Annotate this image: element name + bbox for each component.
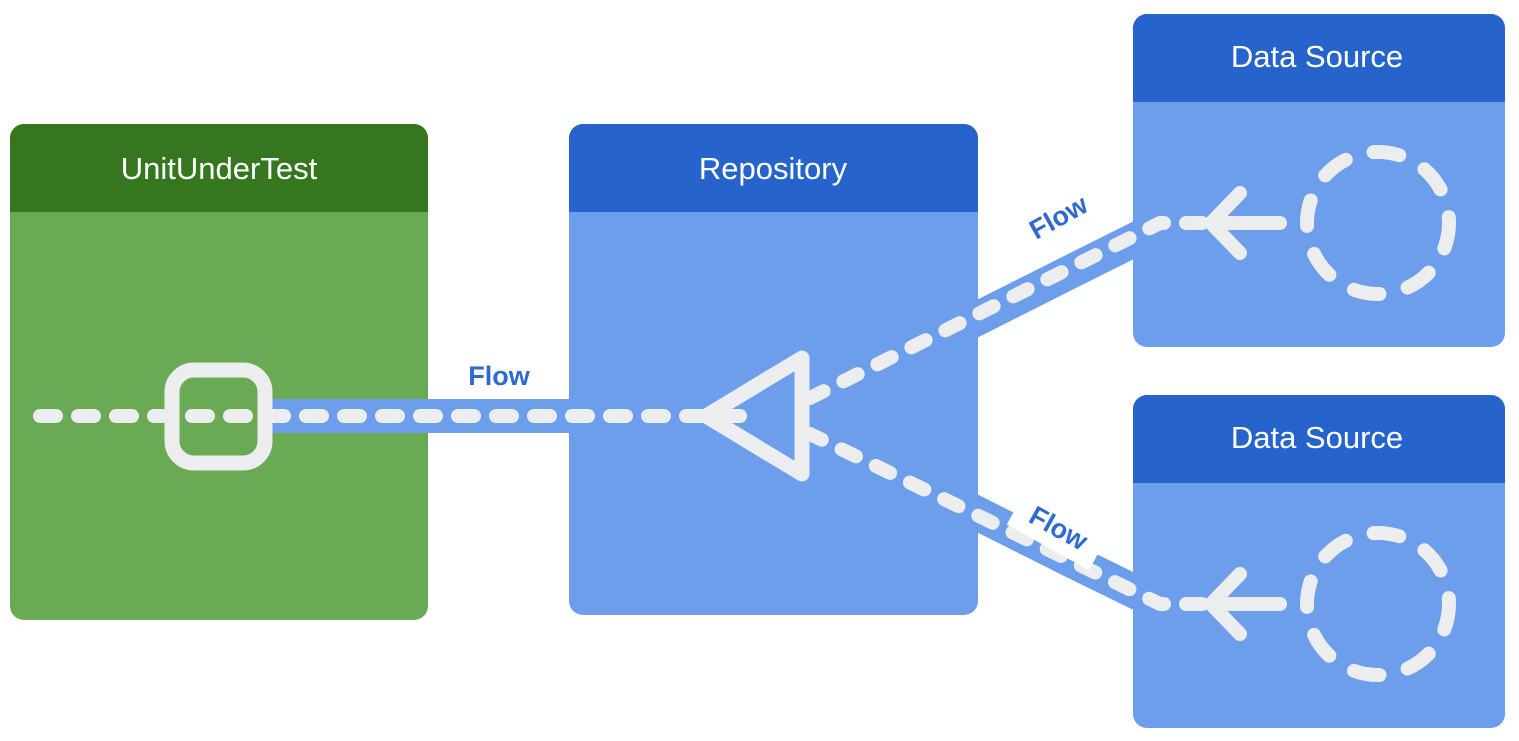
flow-label-text-1: Flow xyxy=(468,361,530,391)
arrow-left-icon-bottom xyxy=(1204,567,1287,641)
node-header-unit-under-test xyxy=(10,124,428,212)
flow-label-backdrop-3 xyxy=(1006,487,1110,571)
flow-label-backdrop-2 xyxy=(1007,176,1111,260)
rounded-square-collector-icon xyxy=(164,362,273,471)
arrow-left-icon-top xyxy=(1204,186,1287,260)
node-title-data-source-bottom: Data Source xyxy=(1231,420,1403,455)
node-unit-under-test[interactable]: UnitUnderTest xyxy=(10,124,428,620)
node-title-data-source-top: Data Source xyxy=(1231,39,1403,74)
flow-label-source-bottom-to-repository: Flow xyxy=(1006,487,1110,571)
node-title-unit-under-test: UnitUnderTest xyxy=(121,151,318,186)
flow-label-backdrop-1 xyxy=(455,356,545,398)
node-title-repository: Repository xyxy=(699,151,848,186)
node-header-repository xyxy=(569,124,978,212)
flow-line-source-top-to-repository xyxy=(803,216,1247,405)
flow-label-source-top-to-repository: Flow xyxy=(1007,176,1111,260)
node-header-data-source-bottom xyxy=(1133,395,1505,483)
flow-label-repository-to-unit: Flow xyxy=(455,356,545,398)
dashed-circle-emitter-icon-top xyxy=(1300,145,1456,301)
dashed-circle-emitter-icon-bottom xyxy=(1300,526,1456,682)
left-triangle-combine-icon xyxy=(698,350,810,482)
node-header-data-source-top xyxy=(1133,14,1505,102)
flow-line-source-bottom-to-repository xyxy=(803,427,1247,611)
